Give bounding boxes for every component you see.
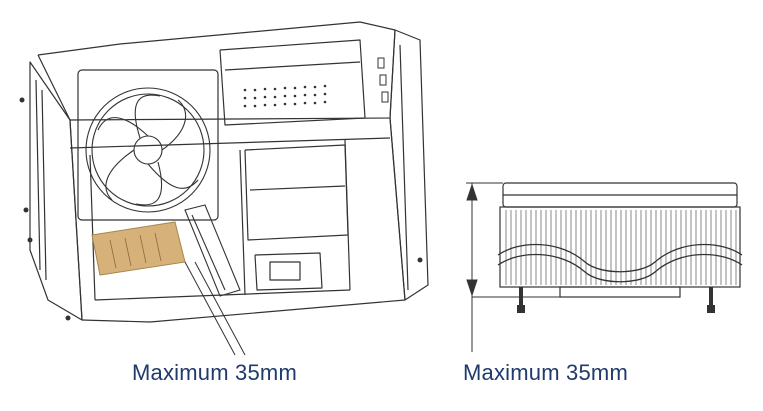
cooler-base (559, 286, 681, 298)
heatpipes (497, 243, 743, 283)
case-top-edge (37, 21, 396, 56)
right-caption: Maximum 35mm (463, 360, 628, 385)
dimension-line (466, 182, 560, 352)
fan-icon (85, 87, 211, 213)
fan-bracket (77, 69, 219, 221)
front-ports (377, 57, 389, 103)
case-rear-panel (29, 61, 83, 321)
leader-line (184, 261, 236, 356)
grille-pattern (243, 84, 327, 108)
expansion-slot (184, 204, 241, 297)
mounting-screws (517, 287, 715, 313)
case-front-panel (389, 29, 429, 301)
fin-lines (505, 210, 737, 285)
case-bottom-edge (81, 299, 406, 323)
left-caption: Maximum 35mm (132, 360, 297, 385)
